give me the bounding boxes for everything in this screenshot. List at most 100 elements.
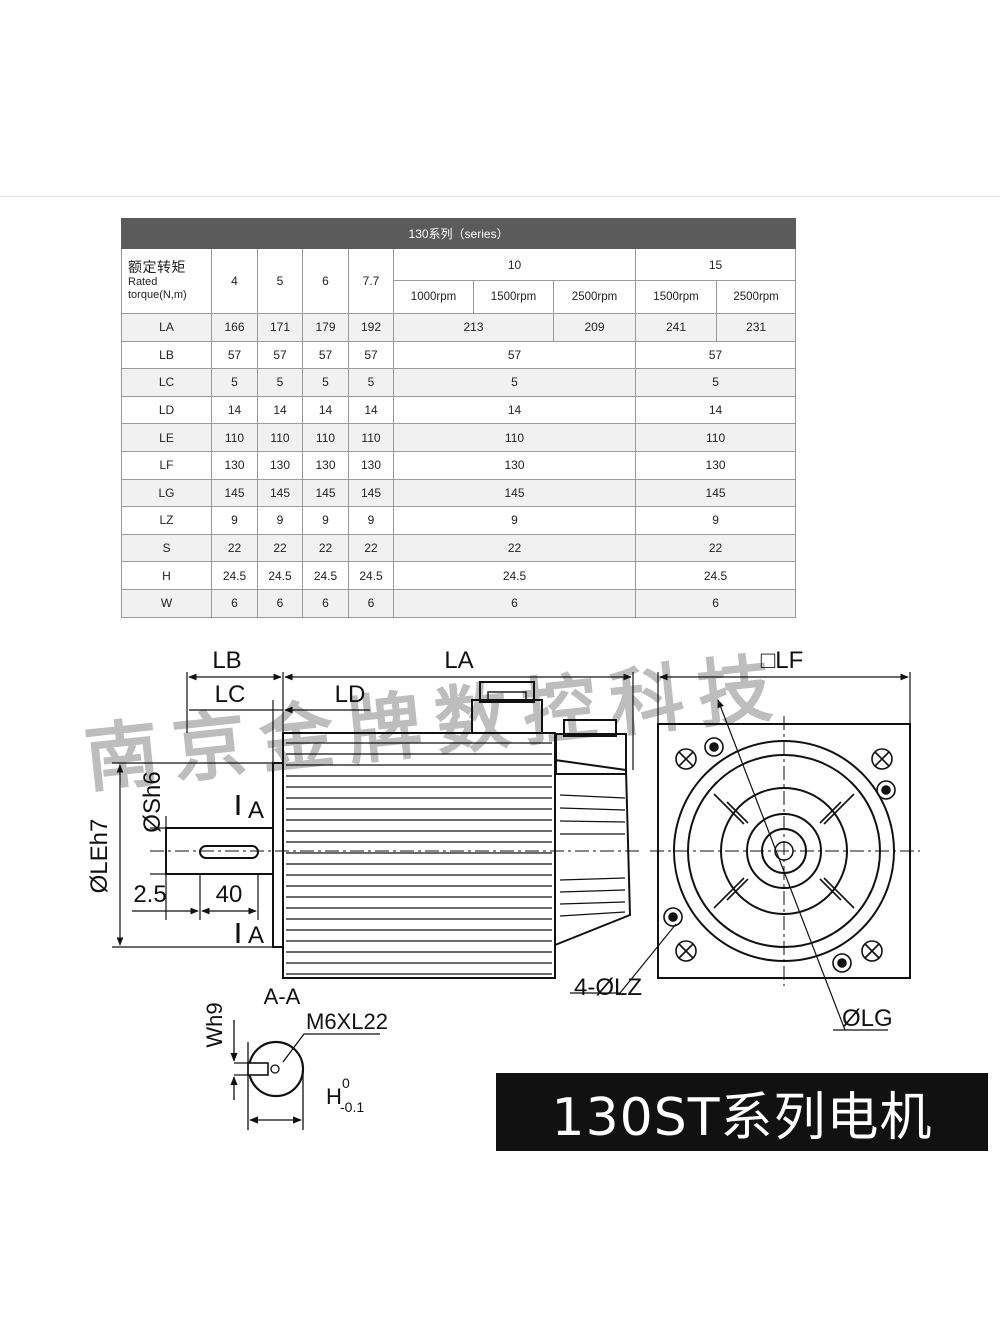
table-cell: 110 (393, 423, 636, 452)
dim-wh9: Wh9 (202, 1002, 227, 1047)
table-row-la: LA 166 171 179 192 213 209 241 231 (121, 313, 797, 342)
table-title: 130系列（series） (120, 218, 797, 249)
table-cell: 130 (257, 450, 303, 480)
table-cell: 14 (393, 395, 636, 425)
table-cell: 22 (393, 533, 636, 563)
table-cell: 57 (211, 340, 258, 370)
param-name: LZ (121, 506, 212, 535)
param-name: H (121, 561, 212, 590)
dim-lc: LC (215, 681, 246, 708)
table-cell: 110 (348, 423, 394, 452)
speed-10-1500: 1500rpm (473, 280, 554, 314)
mounting-holes (663, 737, 896, 973)
table-cell: 24.5 (211, 561, 258, 590)
table-cell: 24.5 (257, 561, 303, 590)
speed-10-1000: 1000rpm (393, 280, 474, 314)
side-view (150, 681, 640, 979)
table-cell: 130 (302, 450, 349, 480)
table-cell: 24.5 (634, 561, 797, 590)
section-title: A-A (264, 984, 301, 1009)
table-cell: 6 (211, 588, 258, 618)
table-cell: 5 (634, 368, 797, 397)
torque-5: 5 (257, 248, 303, 314)
rated-torque-header: 额定转矩 Rated torque(N,m) (121, 248, 212, 314)
table-cell: 9 (393, 506, 636, 535)
param-name: W (121, 588, 212, 618)
thread-label: M6XL22 (306, 1009, 388, 1034)
table-cell: 14 (257, 395, 303, 425)
table-cell: 110 (302, 423, 349, 452)
table-cell: 145 (302, 478, 349, 508)
dim-leh7: ØLEh7 (86, 819, 113, 894)
table-cell: 6 (257, 588, 303, 618)
front-dimensions (570, 672, 911, 1031)
dim-la: LA (444, 647, 473, 674)
cooling-fins (286, 742, 552, 975)
front-labels: □LF 4-ØLZ ØLG (574, 647, 893, 1032)
section-labels: A-A Wh9 M6XL22 H 0 -0.1 (202, 984, 388, 1115)
table-cell: 9 (302, 506, 349, 535)
torque-7-7: 7.7 (348, 248, 394, 314)
table-cell: 5 (348, 368, 394, 397)
param-name: LD (121, 395, 212, 425)
table-cell: 130 (634, 450, 797, 480)
torque-10: 10 (393, 248, 636, 281)
spec-table: 130系列（series） 额定转矩 Rated torque(N,m) 4 5… (120, 218, 797, 618)
section-mark-top: A (248, 797, 264, 824)
torque-15: 15 (634, 248, 797, 281)
table-cell: 6 (302, 588, 349, 618)
table-cell: 6 (634, 588, 797, 618)
la-7-7: 192 (348, 313, 394, 342)
table-cell: 145 (348, 478, 394, 508)
table-cell: 5 (302, 368, 349, 397)
dim-ld: LD (335, 681, 366, 708)
table-cell: 130 (211, 450, 258, 480)
side-labels: LB LA LC LD ØSh6 ØLEh7 2.5 40 A A (86, 647, 474, 949)
table-cell: 145 (211, 478, 258, 508)
table-cell: 14 (211, 395, 258, 425)
section-aa (230, 1020, 380, 1130)
la-10-high: 209 (553, 313, 636, 342)
param-name: LF (121, 450, 212, 480)
dim-lz: 4-ØLZ (574, 974, 642, 1001)
table-cell: 110 (634, 423, 797, 452)
motor-shaft (165, 827, 274, 875)
param-la: LA (121, 313, 212, 342)
table-cell: 5 (211, 368, 258, 397)
dim-2-5: 2.5 (133, 881, 166, 908)
table-cell: 22 (302, 533, 349, 563)
la-15-low: 241 (635, 313, 717, 342)
table-cell: 24.5 (393, 561, 636, 590)
table-cell: 24.5 (302, 561, 349, 590)
dim-lf: □LF (761, 647, 804, 674)
table-cell: 130 (393, 450, 636, 480)
table-cell: 57 (348, 340, 394, 370)
table-cell: 5 (257, 368, 303, 397)
table-cell: 9 (257, 506, 303, 535)
tol-upper: 0 (342, 1075, 350, 1091)
table-cell: 24.5 (348, 561, 394, 590)
shaft-keyway (199, 845, 259, 859)
table-cell: 22 (211, 533, 258, 563)
param-name: LE (121, 423, 212, 452)
encoder-housing (554, 759, 632, 946)
table-cell: 22 (257, 533, 303, 563)
la-6: 179 (302, 313, 349, 342)
la-5: 171 (257, 313, 303, 342)
rated-torque-en: Rated torque(N,m) (128, 275, 187, 301)
table-cell: 57 (302, 340, 349, 370)
motor-drawing: LB LA LC LD ØSh6 ØLEh7 2.5 40 A A (81, 644, 920, 1130)
table-cell: 110 (211, 423, 258, 452)
table-cell: 14 (348, 395, 394, 425)
tol-lower: -0.1 (340, 1099, 364, 1115)
encoder-connector-cap (563, 719, 617, 737)
table-cell: 130 (348, 450, 394, 480)
table-cell: 110 (257, 423, 303, 452)
